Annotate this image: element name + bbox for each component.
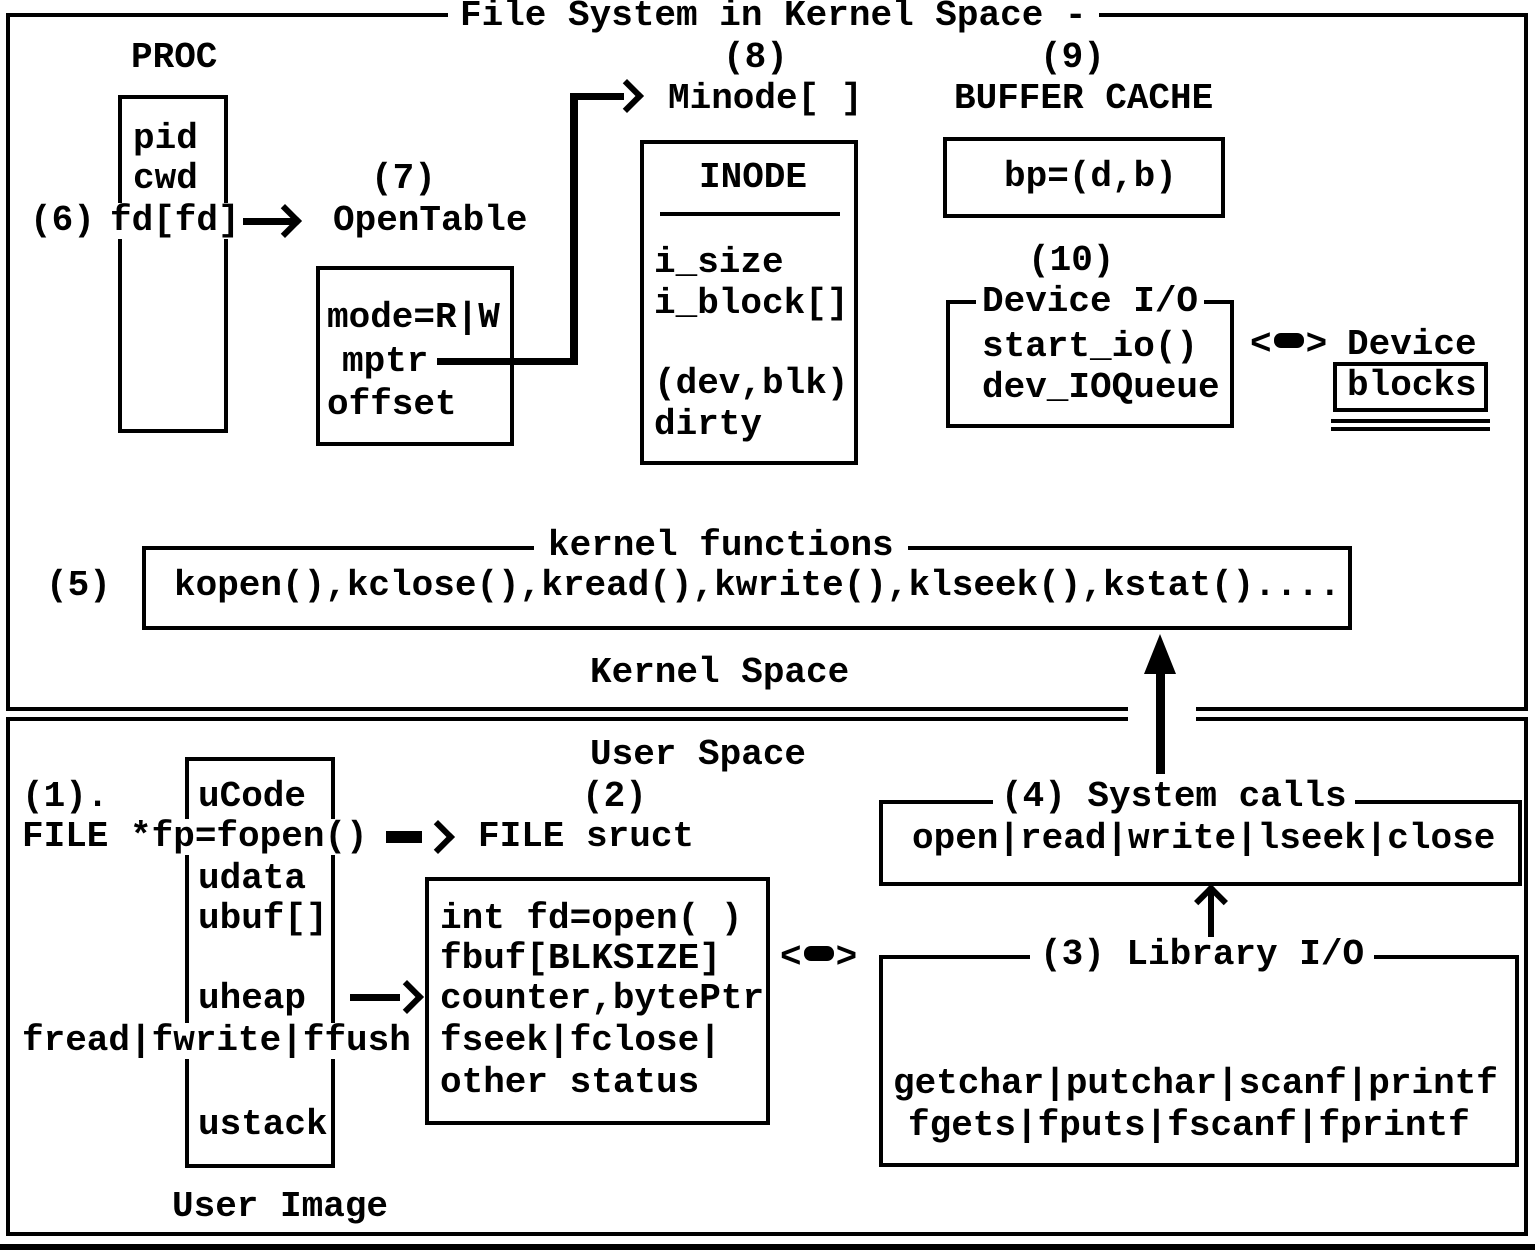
user-image-row-uheap: uheap (198, 978, 307, 1019)
device-io-row-startio: start_io() (982, 326, 1199, 367)
kernel-functions-box-title: kernel functions (534, 528, 908, 564)
label-10: (10) (1028, 240, 1115, 281)
double-arrow-open: < (780, 937, 802, 978)
file-struct-heading: FILE sruct (478, 816, 695, 857)
library-io-box-title: (3) Library I/O (1030, 937, 1375, 973)
system-calls-list: open|read|write|lseek|close (912, 818, 1496, 859)
opentable-row-mptr: mptr (342, 341, 429, 382)
label-5: (5) (46, 565, 111, 606)
file-struct-row-fd: int fd=open( ) (440, 898, 743, 939)
label-7: (7) (371, 158, 436, 199)
user-image-row-ucode: uCode (198, 776, 307, 817)
proc-box (118, 95, 228, 433)
library-io-row-fgets: fgets|fputs|fscanf|fprintf (908, 1105, 1470, 1146)
user-space-label: User Space (590, 734, 807, 775)
file-struct-box (425, 877, 770, 1125)
arrow-syscalls-to-kernel-shaft (1156, 670, 1165, 774)
double-arrow-close: > (835, 937, 858, 978)
user-image-box (185, 757, 335, 1168)
user-image-row-ubuf: ubuf[] (198, 898, 328, 939)
file-struct-row-fbuf: fbuf[BLKSIZE] (440, 938, 721, 979)
arrow-fopen-to-filestruct-shaft (386, 831, 422, 843)
double-arrow-open: < (1250, 324, 1272, 365)
double-arrow-dash-icon (1273, 332, 1304, 348)
label-2: (2) (582, 776, 647, 817)
arrow-library-to-syscalls-shaft (1208, 890, 1214, 952)
device-io-box-title: Device I/O (976, 284, 1205, 320)
device-blocks-underline-2 (1331, 427, 1490, 431)
inode-row-iblock: i_block[] (654, 283, 849, 324)
inode-box-title: INODE (699, 157, 808, 198)
inode-separator (660, 212, 840, 216)
page-title: File System in Kernel Space - (448, 0, 1099, 34)
file-struct-row-fseek: fseek|fclose| (440, 1020, 721, 1061)
kernel-space-label: Kernel Space (590, 652, 850, 693)
system-calls-box-title: (4) System calls (993, 779, 1355, 815)
mptr-pointer-line-vertical (570, 93, 578, 365)
proc-row-fd: fd[fd] (108, 200, 242, 241)
user-image-row-ustack: ustack (198, 1104, 328, 1145)
bottom-edge-line (0, 1244, 1535, 1250)
inode-row-isize: i_size (654, 242, 784, 283)
stdio-calls-label: fread|fwrite|ffush (22, 1023, 415, 1059)
double-arrow-close: > (1305, 324, 1328, 365)
inode-box (640, 140, 858, 465)
opentable-box (316, 266, 514, 446)
device-blocks-box (1333, 362, 1488, 412)
proc-row-pid: pid (133, 118, 198, 159)
buffer-cache-box (943, 137, 1225, 218)
user-space-border (6, 717, 1528, 1236)
device-io-row-ioqueue: dev_IOQueue (982, 367, 1220, 408)
opentable-heading: OpenTable (333, 200, 528, 241)
opentable-row-offset: offset (327, 384, 457, 425)
opentable-row-mode: mode=R|W (327, 297, 500, 338)
minode-heading: Minode[ ] (668, 78, 863, 119)
inode-row-devblk: (dev,blk) (654, 363, 849, 404)
proc-heading: PROC (131, 37, 218, 78)
file-struct-row-status: other status (440, 1062, 700, 1103)
kernel-functions-list: kopen(),kclose(),kread(),kwrite(),klseek… (174, 565, 1341, 606)
label-1: (1). (22, 776, 109, 817)
buffer-cache-heading: BUFFER CACHE (954, 78, 1214, 119)
label-8: (8) (723, 37, 788, 78)
inode-row-dirty: dirty (654, 404, 763, 445)
user-image-caption: User Image (172, 1186, 389, 1227)
double-arrow-device-icon: <> (1250, 327, 1327, 363)
label-6: (6) (30, 200, 95, 241)
fopen-statement: FILE *fp=fopen() (22, 819, 374, 855)
device-heading: Device (1347, 324, 1477, 365)
arrow-syscalls-to-kernel-head-icon (1144, 634, 1176, 674)
double-arrow-filestruct-icon: <> (780, 940, 857, 976)
library-io-row-getchar: getchar|putchar|scanf|printf (893, 1063, 1498, 1104)
mptr-pointer-line-horizontal (437, 358, 577, 365)
arrow-uheap-to-filestruct-shaft (350, 994, 400, 1001)
user-image-row-udata: udata (198, 858, 307, 899)
arrow-fd-to-opentable-shaft (243, 218, 295, 225)
file-struct-row-counter: counter,bytePtr (440, 978, 765, 1019)
label-9: (9) (1040, 37, 1105, 78)
buffer-cache-value: bp=(d,b) (1004, 156, 1177, 197)
device-blocks-underline-1 (1331, 419, 1490, 423)
device-blocks-value: blocks (1347, 365, 1477, 406)
mptr-pointer-line-top (570, 93, 624, 100)
proc-row-cwd: cwd (133, 158, 198, 199)
double-arrow-dash-icon (803, 945, 834, 961)
